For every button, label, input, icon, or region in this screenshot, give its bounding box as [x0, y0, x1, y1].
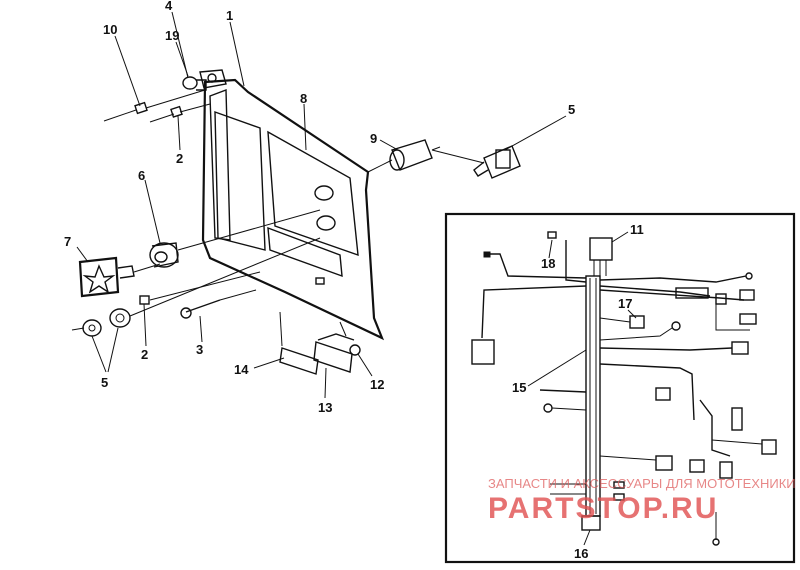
watermark: ЗАПЧАСТИ И АКСЕССУАРЫ ДЛЯ МОТОТЕХНИКИ PA… — [488, 476, 796, 525]
explode-lines — [71, 89, 485, 347]
leader-lines — [76, 11, 567, 399]
toggle-switch-part-5 — [473, 145, 521, 179]
callout-9: 9 — [370, 131, 377, 146]
screw-part-10 — [103, 101, 148, 122]
callout-5-washers: 5 — [101, 375, 108, 390]
screw-part-2-lower — [139, 295, 150, 305]
wiring-harness-inset — [444, 212, 796, 564]
callout-14: 14 — [234, 362, 249, 377]
inset-frame — [444, 212, 796, 564]
inset-leader-lines — [527, 231, 637, 546]
dash-panel — [199, 69, 385, 341]
callout-18: 18 — [541, 256, 555, 271]
callout-5-toggle: 5 — [568, 102, 575, 117]
callout-17: 17 — [618, 296, 632, 311]
callout-1: 1 — [226, 8, 233, 23]
callout-13: 13 — [318, 400, 332, 415]
callout-19: 19 — [165, 28, 179, 43]
nut-part-12 — [349, 344, 361, 356]
callout-numbers: 1 4 19 10 2 8 9 5 6 7 2 3 5 14 13 12 11 … — [64, 0, 644, 561]
block-part-13 — [313, 321, 355, 373]
nut-part-6 — [149, 242, 179, 268]
rocker-switch-part-9 — [389, 139, 441, 171]
callout-10: 10 — [103, 22, 117, 37]
bolt-part-3 — [180, 299, 221, 319]
switch-part-19 — [182, 76, 207, 91]
callout-3: 3 — [196, 342, 203, 357]
callout-11: 11 — [630, 222, 644, 237]
callout-12: 12 — [370, 377, 384, 392]
callout-4: 4 — [165, 0, 173, 13]
callout-2-lower: 2 — [141, 347, 148, 362]
watermark-logo: PARTSTOP.RU — [488, 492, 718, 525]
callout-16: 16 — [574, 546, 588, 561]
bracket-part-14 — [279, 347, 319, 375]
callout-8: 8 — [300, 91, 307, 106]
screw-part-2-upper — [149, 105, 183, 123]
callout-15: 15 — [512, 380, 526, 395]
washer-parts-5 — [82, 308, 131, 337]
callout-6: 6 — [138, 168, 145, 183]
callout-7: 7 — [64, 234, 71, 249]
watermark-caption: ЗАПЧАСТИ И АКСЕССУАРЫ ДЛЯ МОТОТЕХНИКИ — [488, 476, 796, 491]
light-switch-part-7 — [78, 256, 135, 298]
callout-2-upper: 2 — [176, 151, 183, 166]
